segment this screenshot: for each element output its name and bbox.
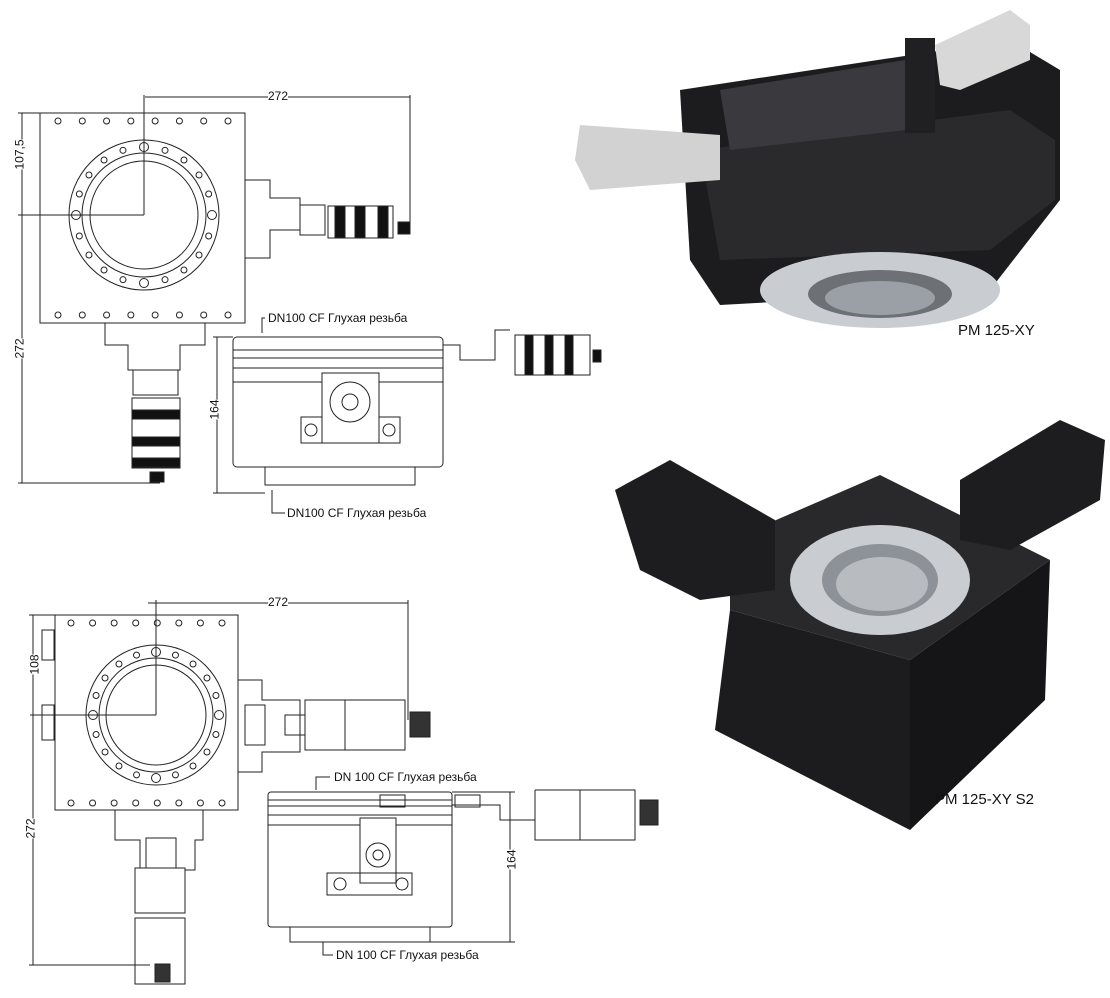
flange-hole [195,171,203,179]
dimension-height: 164 [504,849,519,870]
flange-hole [115,762,123,770]
bolt-hole [175,311,183,319]
flange-hole [151,773,161,783]
bolt-hole [200,117,208,125]
bolt-hole [175,799,183,807]
bolt-hole [224,117,232,125]
flange-hole [171,651,179,659]
flange-hole [212,692,220,700]
flange-hole [180,156,188,164]
flange-hole [180,266,188,274]
bolt-hole [67,799,75,807]
flange-hole [212,730,220,738]
bolt-hole [127,117,135,125]
drawing-2-top-view [29,600,431,985]
bolt-hole [200,311,208,319]
flange-hole [133,771,141,779]
bolt-hole [54,117,62,125]
bolt-hole [153,619,161,627]
flange-hole [101,748,109,756]
bolt-hole [175,117,183,125]
flange-hole [92,692,100,700]
flange-hole [100,266,108,274]
bolt-hole [78,117,86,125]
flange-hole [207,210,217,220]
flange-hole [75,190,83,198]
flange-hole [119,146,127,154]
dimension-height: 164 [207,399,222,420]
drawing-2-side-view [267,776,659,956]
product-caption: PM 125-XY [958,322,1035,339]
flange-label-top: DN 100 CF Глухая резьба [334,770,477,784]
flange-label-bottom: DN100 CF Глухая резьба [287,506,427,520]
flange-hole [85,171,93,179]
bolt-hole [218,619,226,627]
flange-hole [161,146,169,154]
bolt-hole [89,619,97,627]
dimension-offset: 108 [27,654,42,675]
bolt-hole [132,619,140,627]
bolt-hole [103,311,111,319]
bolt-hole [132,799,140,807]
flange-hole [205,190,213,198]
flange-hole [195,251,203,259]
bolt-hole [196,799,204,807]
flange-hole [189,660,197,668]
flange-hole [171,771,179,779]
bolt-hole [175,619,183,627]
bolt-holes [67,619,226,807]
dimension-offset: 107,5 [12,139,27,170]
product-caption: PM 125-XY S2 [935,791,1034,808]
flange-hole [214,710,224,720]
bolt-hole [78,311,86,319]
bolt-hole [110,799,118,807]
flange-hole [205,232,213,240]
drawing-1-top-view [18,95,411,484]
flange-hole [189,762,197,770]
flange-hole [161,276,169,284]
bolt-hole [196,619,204,627]
bolt-hole [67,619,75,627]
flange-hole [92,730,100,738]
dimension-length: 272 [23,818,38,839]
flange-hole [115,660,123,668]
dimension-width: 272 [268,595,289,609]
flange-hole [139,278,149,288]
dimension-length: 272 [12,338,27,359]
bolt-hole [110,619,118,627]
bolt-hole [127,311,135,319]
flange-hole [100,156,108,164]
bolt-hole [224,311,232,319]
bolt-hole [218,799,226,807]
bolt-hole [151,311,159,319]
flange-hole [203,674,211,682]
product-render-pm-125-xy-s2 [615,420,1105,830]
flange-hole [85,251,93,259]
bolt-hole [54,311,62,319]
flange-hole [133,651,141,659]
dimension-width: 272 [268,89,289,103]
drawing-1-side-view [213,317,602,514]
bolt-hole [103,117,111,125]
bolt-hole [151,117,159,125]
bolt-hole [153,799,161,807]
bolt-hole [89,799,97,807]
flange-hole [75,232,83,240]
flange-label-top: DN100 CF Глухая резьба [268,311,408,325]
flange-hole [101,674,109,682]
flange-hole [119,276,127,284]
product-render-pm-125-xy [575,10,1060,328]
flange-hole [203,748,211,756]
flange-label-bottom: DN 100 CF Глухая резьба [336,948,479,962]
